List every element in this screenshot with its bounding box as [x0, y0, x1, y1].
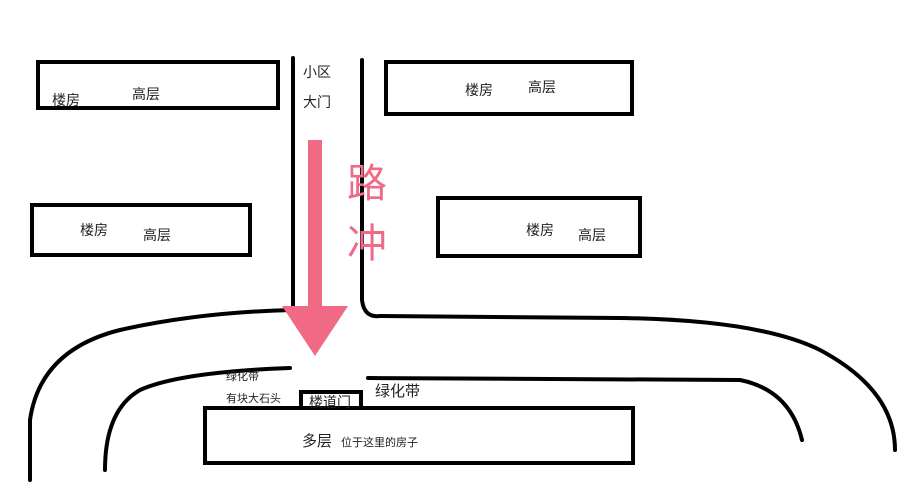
building-top-right	[384, 60, 634, 116]
gate-road-left-edge	[28, 56, 295, 482]
building-top-left	[36, 60, 280, 110]
road-clash-char1: 路	[347, 161, 387, 207]
building-type: 高层	[132, 87, 160, 103]
inner-road-left	[103, 366, 292, 472]
building-label: 楼房	[52, 93, 80, 109]
rock-note: 有块大石头	[226, 392, 281, 405]
building-label: 楼房	[80, 223, 108, 239]
gate-label-line2: 大门	[303, 95, 331, 111]
stairwell-door-label: 楼道门	[309, 395, 351, 411]
building-type: 高层	[528, 80, 556, 96]
road-clash-arrow	[282, 140, 348, 356]
target-house-type: 多层	[302, 432, 333, 450]
target-building	[203, 406, 635, 465]
road-clash-char2: 冲	[347, 221, 387, 267]
building-type: 高层	[143, 228, 171, 244]
green-belt-right-label: 绿化带	[375, 382, 421, 400]
target-house-note: 位于这里的房子	[341, 436, 418, 449]
green-belt-left-label: 绿化带	[226, 370, 259, 383]
building-type: 高层	[578, 228, 606, 244]
building-label: 楼房	[526, 223, 554, 239]
stairwell-door-box	[299, 390, 363, 410]
gate-label-line1: 小区	[303, 65, 331, 81]
inner-road-right	[366, 376, 804, 442]
building-mid-left	[30, 203, 252, 257]
building-label: 楼房	[465, 83, 493, 99]
gate-road-right-edge	[360, 58, 897, 452]
building-mid-right	[436, 196, 642, 258]
